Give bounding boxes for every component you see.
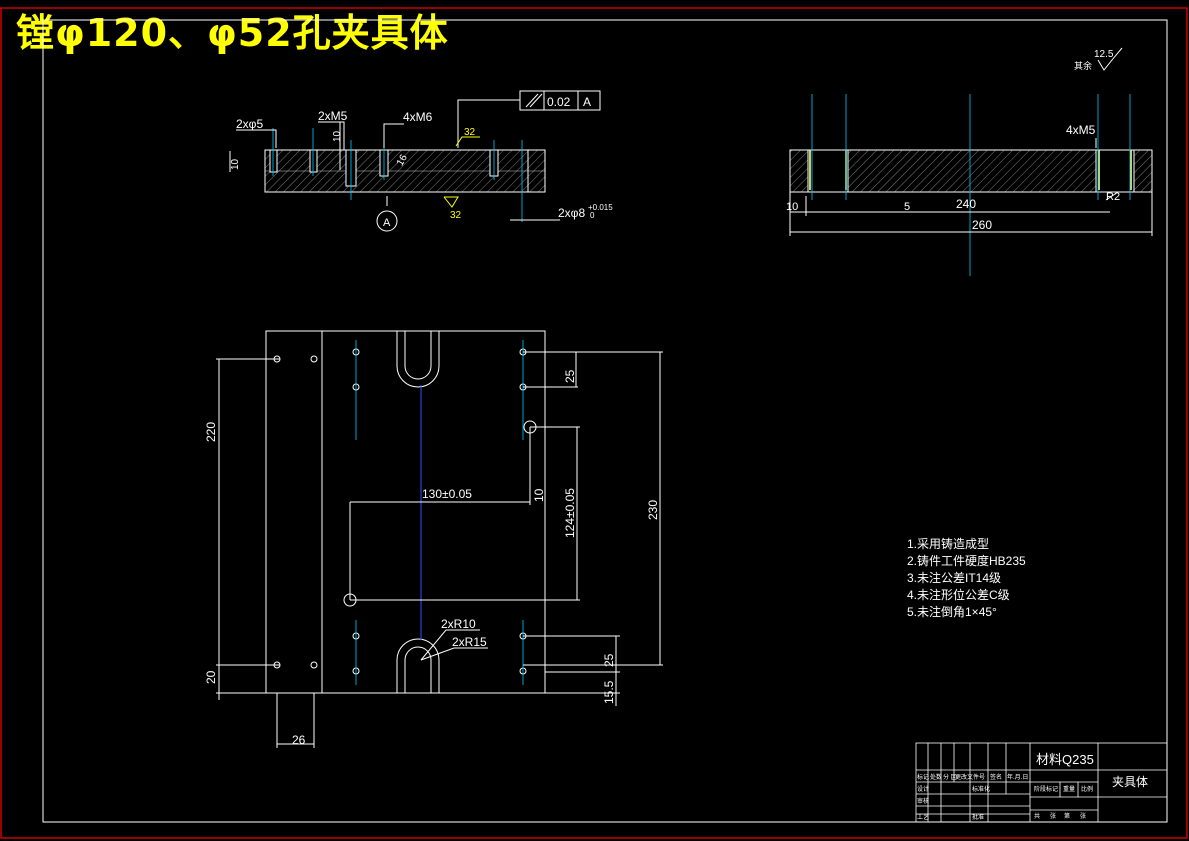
technical-notes: 1.采用铸造成型 2.铸件工件硬度HB235 3.未注公差IT14级 4.未注形… [907,536,1026,619]
side-dim-260: 260 [972,218,992,232]
title-block-text: 材料Q235 夹具体 标记 处数 分 区 更改文件号 签名 年.月.日 设计 审… [917,752,1148,821]
tb-part-name: 夹具体 [1112,775,1148,789]
hole-m5 [309,149,318,173]
dim-130: 130±0.05 [422,487,472,501]
radius-r15: 2xR15 [452,635,487,649]
tb-row-1: 审核 [917,797,929,805]
depth-c: 16 [395,152,410,168]
top-slot [396,331,440,388]
dim-26: 26 [292,733,306,747]
dim-124: 124±0.05 [563,488,577,538]
side-dim-10: 10 [786,201,798,213]
side-roughness-note: 其余 [1074,60,1092,71]
roughness-top: 32 [464,127,476,138]
tb-header-2: 分 区 [943,773,957,781]
note-1: 1.采用铸造成型 [907,536,989,551]
pin-hole-label: 2xφ8 [558,206,585,220]
plan-holes [273,348,537,675]
callout-phi5: 2xφ5 [236,117,263,131]
tb-stage-1: 重量 [1063,785,1075,793]
side-dim-240: 240 [956,197,976,211]
tb-right-0: 标准化 [972,785,990,793]
tb-header-5: 年.月.日 [1007,773,1028,781]
tb-stage-0: 阶段标记 [1034,785,1058,793]
plan-outline [265,330,546,694]
callout-m5: 2xM5 [318,109,348,123]
dim-25-bottom: 25 [602,653,616,667]
note-4: 4.未注形位公差C级 [907,587,1010,602]
tb-sheet-3: 张 [1080,812,1086,820]
roughness-bottom: 32 [450,210,462,221]
tb-sheet-2: 第 [1064,812,1070,820]
title-block [915,742,1168,823]
tb-row-2: 工艺 [917,813,929,821]
tb-stage-2: 比例 [1081,785,1093,793]
dim-25-top: 25 [563,369,577,383]
tb-row-0: 设计 [917,785,929,793]
depth-b: 10 [332,130,343,142]
dim-15-5: 15.5 [602,680,616,704]
outer-border [0,7,1188,839]
side-radius: R2 [1106,191,1120,203]
note-5: 5.未注倒角1×45° [907,604,997,619]
flatness-datum: A [583,95,591,109]
depth-a: 10 [230,158,241,170]
tb-header-4: 签名 [990,773,1002,781]
plan-view [216,330,663,748]
dim-220-left: 220 [204,422,218,442]
dim-20-left: 20 [204,670,218,684]
datum-circle [376,210,398,232]
inner-border [42,19,1168,823]
plan-view-text: 220 20 26 25 10 130±0.05 124±0.05 230 25… [204,369,660,747]
side-section-view [789,47,1153,276]
callout-m6: 4xM6 [403,110,433,124]
radius-r10: 2xR10 [441,617,476,631]
side-roughness: 12.5 [1094,49,1114,60]
tb-sheet-1: 张 [1050,812,1056,820]
dim-230: 230 [646,500,660,520]
flatness-value: 0.02 [547,95,571,109]
tb-header-3: 更改文件号 [955,773,985,781]
note-2: 2.铸件工件硬度HB235 [907,553,1026,568]
tb-header-1: 处数 [930,773,942,781]
pin-tol-upper: +0.015 [588,203,613,212]
tb-sheet-0: 共 [1034,812,1040,820]
side-dim-5: 5 [904,201,910,213]
note-3: 3.未注公差IT14级 [907,570,1001,585]
side-body [789,149,1153,193]
datum-letter: A [383,217,391,229]
pin-tol-lower: 0 [590,211,595,220]
side-view-text: 12.5 其余 4xM5 10 5 240 260 R2 [786,49,1120,232]
side-thread: 4xM5 [1066,123,1096,137]
flatness-frame [519,90,601,111]
front-section-view [229,90,601,232]
tb-material: 材料Q235 [1036,752,1094,767]
tb-right-1: 批准 [972,813,984,821]
dim-10: 10 [532,488,546,502]
hole-phi5 [269,149,278,173]
tb-header-0: 标记 [917,773,929,781]
front-view-text: 2xφ5 2xM5 4xM6 10 10 16 0.02 A 32 32 A 2… [230,95,613,229]
